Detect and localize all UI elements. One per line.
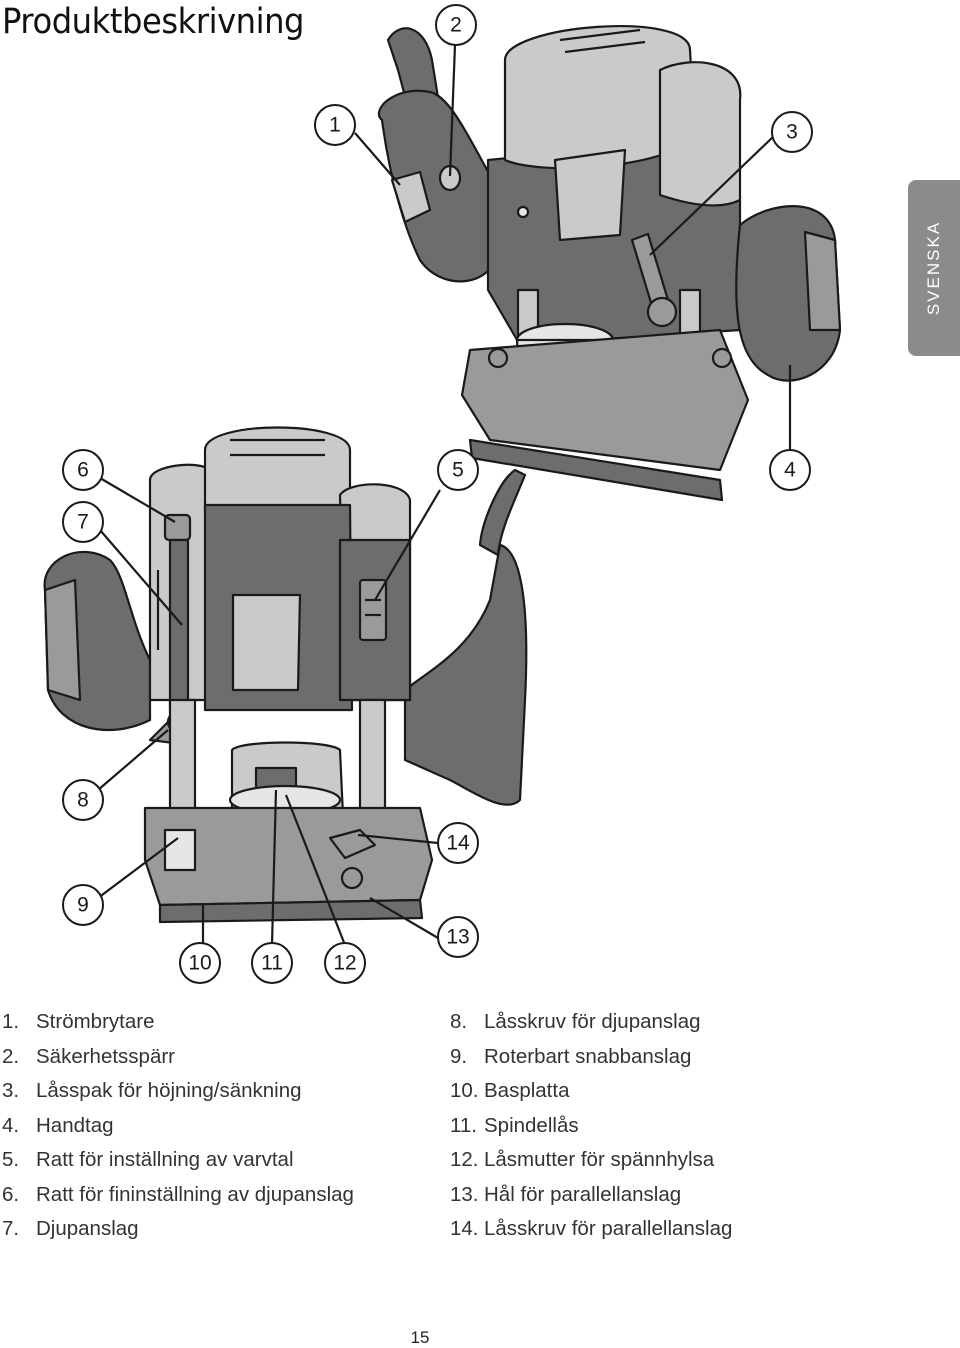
router-front-view [43,426,528,924]
callout-leaders [97,44,792,946]
page-number: 15 [410,1328,430,1347]
parts-list-right: 8.Låsskruv för djupanslag 9.Roterbart sn… [450,1008,732,1250]
svg-text:6: 6 [77,459,89,482]
list-item: 5.Ratt för inställning av varvtal [2,1148,294,1171]
parts-list-left: 1.Strömbrytare 2.Säkerhetsspärr 3.Låsspa… [2,1008,354,1250]
callout-14: 14 [437,822,479,864]
callout-1: 1 [314,104,356,146]
list-item: 11.Spindellås [450,1113,579,1137]
page-title: Produktbeskrivning [2,2,305,42]
svg-text:10: 10 [188,952,211,975]
callout-7: 7 [62,501,104,543]
callout-12: 12 [324,942,366,984]
svg-text:8: 8 [77,789,89,812]
speed-dial-shape [358,578,388,642]
callout-5: 5 [437,449,479,491]
callout-3: 3 [771,111,813,153]
list-item: 2.Säkerhetsspärr [2,1044,176,1068]
list-item: 7.Djupanslag [2,1217,139,1240]
svg-text:4: 4 [784,459,796,482]
list-item: 9.Roterbart snabbanslag [450,1044,692,1068]
callout-9: 9 [62,884,104,926]
callout-8: 8 [62,779,104,821]
list-item: 4.Handtag [2,1113,114,1137]
callout-13: 13 [437,916,479,958]
list-item: 8.Låsskruv för djupanslag [450,1010,701,1033]
list-item: 6.Ratt för fininställning av djupanslag [2,1182,354,1206]
list-item: 3.Låsspak för höjning/sänkning [2,1079,302,1102]
list-item: 13.Hål för parallellanslag [450,1182,682,1206]
callout-11: 11 [251,942,293,984]
list-item: 12.Låsmutter för spännhylsa [450,1148,715,1171]
svg-text:2: 2 [450,14,462,37]
callout-4: 4 [769,449,811,491]
svg-text:14: 14 [446,832,470,855]
svg-text:5: 5 [452,459,464,482]
callout-10: 10 [179,942,221,984]
svg-text:11: 11 [261,952,283,975]
svg-text:7: 7 [77,511,89,534]
svg-text:12: 12 [333,952,356,975]
callout-6: 6 [62,449,104,491]
svg-text:3: 3 [786,121,798,144]
callout-markers: 1 2 3 4 5 6 7 8 9 10 11 12 13 14 [62,4,813,984]
language-tab: SVENSKA [908,180,960,356]
list-item: 1.Strömbrytare [2,1010,155,1033]
power-switch-shape [390,170,432,224]
list-item: 10.Basplatta [450,1079,570,1102]
svg-text:1: 1 [329,114,341,137]
svg-text:13: 13 [446,926,469,949]
svg-text:9: 9 [77,894,89,917]
callout-2: 2 [435,4,477,46]
router-illustration: .ol { stroke: #1a1a1a; stroke-width: 2.2… [43,4,842,984]
list-item: 14.Låsskruv för parallellanslag [450,1217,733,1240]
router-rear-view [377,25,842,502]
